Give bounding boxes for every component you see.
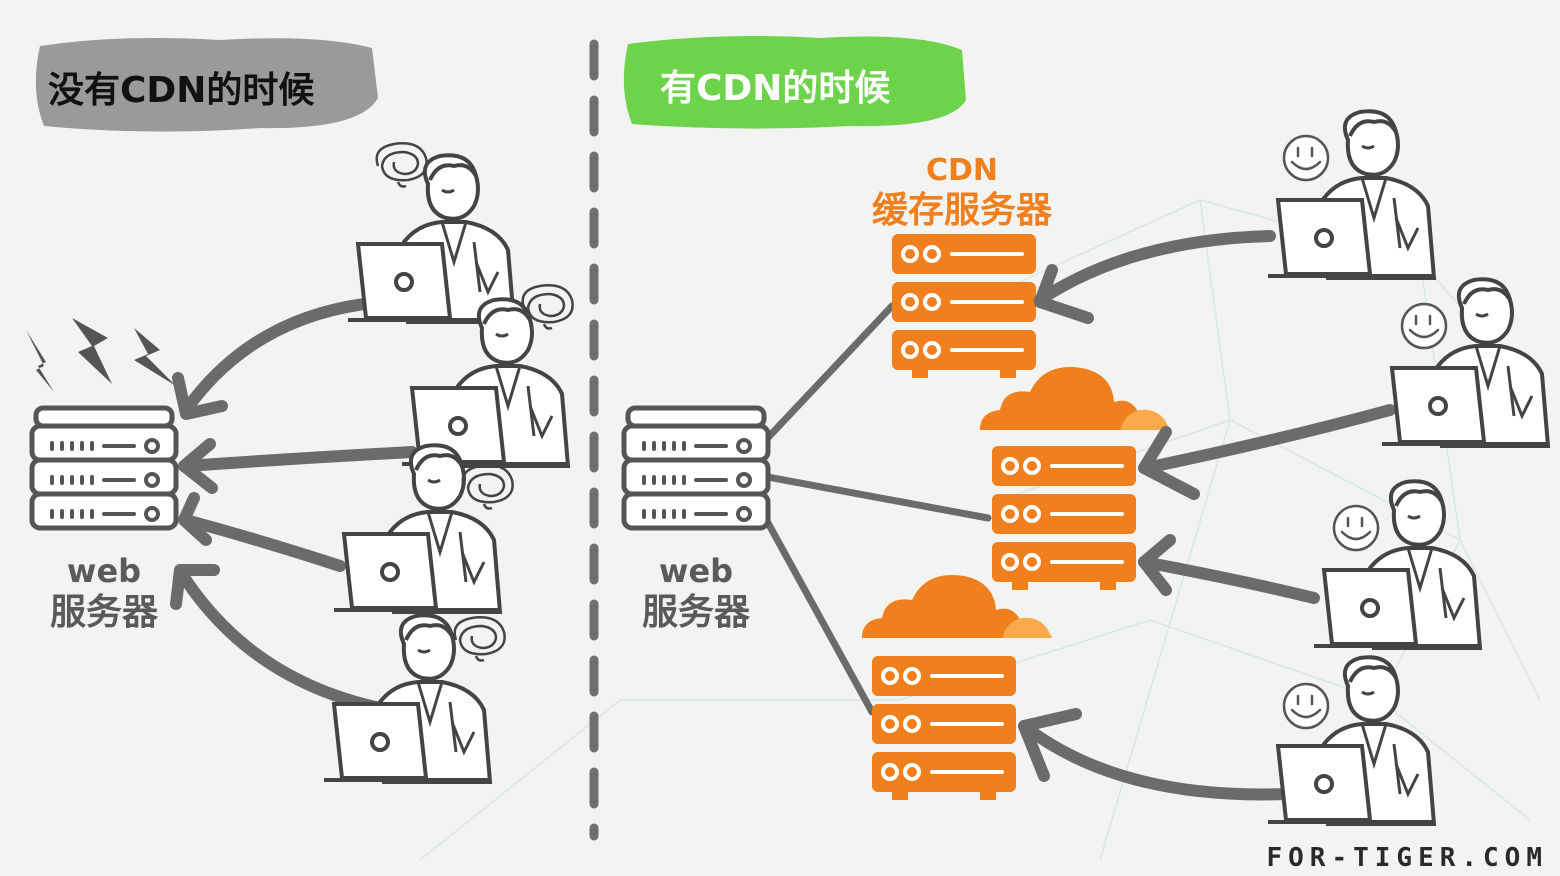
right-web-server-icon (624, 408, 768, 528)
right-user-4 (1266, 655, 1436, 826)
right-title-brush (623, 36, 966, 129)
scribble-stress-icon (453, 616, 506, 662)
right-server-label-text: 服务器 (642, 592, 751, 633)
left-user-3 (332, 443, 514, 614)
cdn-cache-server-label: 缓存服务器 (872, 190, 1053, 231)
person-icon (1266, 109, 1436, 280)
smiley-icon (1400, 302, 1448, 350)
right-title-text: 有CDN的时候 (660, 68, 890, 109)
scribble-stress-icon (375, 142, 428, 188)
left-web-server-icon (32, 408, 176, 528)
scribble-stress-icon (461, 464, 514, 510)
right-server-label-web: web (659, 552, 733, 590)
cdn-server-1-icon (890, 232, 1038, 380)
origin-connectors (758, 302, 992, 716)
smiley-icon (1332, 504, 1380, 552)
left-title-text: 没有CDN的时候 (48, 70, 314, 111)
left-request-arrows (170, 298, 418, 714)
left-lightning-icon (26, 318, 176, 392)
cdn-label: CDN (926, 153, 998, 188)
right-user-1 (1266, 109, 1436, 280)
left-server-label-web: web (67, 552, 141, 590)
person-icon (332, 443, 502, 614)
person-icon (1266, 655, 1436, 826)
left-title-brush (35, 38, 378, 132)
left-title: 没有CDN的时候 (35, 38, 378, 132)
person-icon (1380, 277, 1550, 448)
right-title: 有CDN的时候 (623, 36, 966, 129)
watermark: FOR-TIGER.COM (1267, 843, 1549, 873)
left-user-1 (346, 142, 516, 324)
person-icon (346, 153, 516, 324)
right-request-arrows (1018, 230, 1396, 801)
smiley-icon (1282, 134, 1330, 182)
smiley-icon (1282, 682, 1330, 730)
cdn-server-3-icon (870, 654, 1018, 802)
cdn-server-2-icon (990, 444, 1138, 592)
left-server-label-text: 服务器 (50, 592, 159, 633)
right-user-2 (1380, 277, 1550, 448)
person-icon (400, 297, 570, 468)
